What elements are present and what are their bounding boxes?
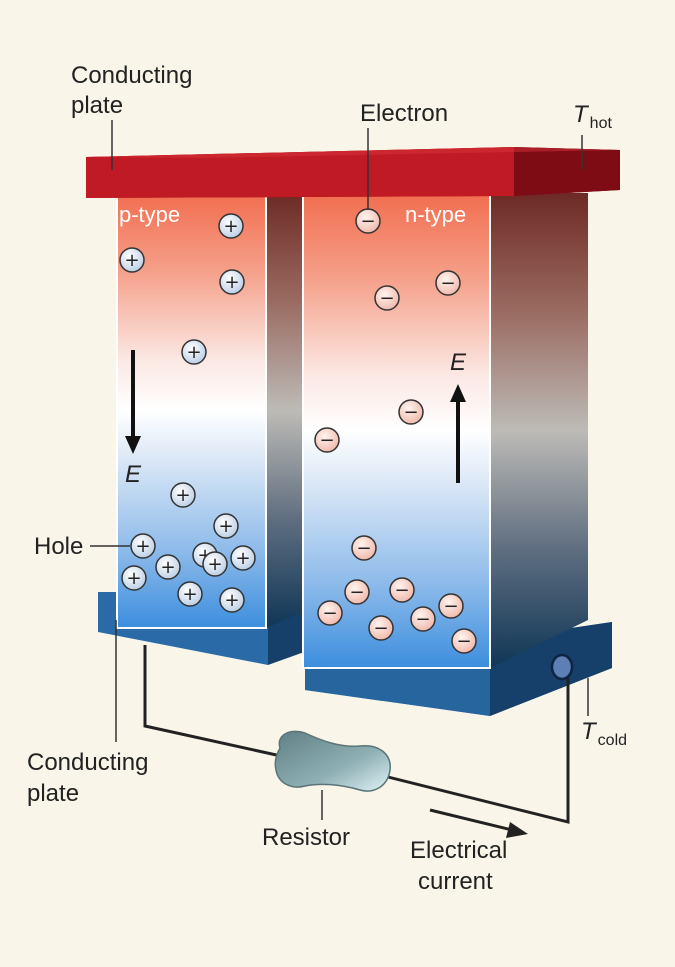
hole-particle-sign: + (126, 568, 141, 589)
electron-particle-sign: − (403, 402, 418, 423)
field-label-n: E (450, 349, 467, 376)
hole-particle-sign: + (235, 548, 250, 569)
conducting-plate-top-line1: Conducting (71, 62, 192, 89)
electron-particle: − (438, 593, 464, 619)
field-label-p: E (125, 461, 142, 488)
electron-particle-sign: − (322, 603, 337, 624)
hole-particle: + (170, 482, 196, 508)
terminal-icon (550, 653, 574, 681)
n-type-label: n-type (405, 202, 466, 227)
electrons-group: −−−−−−−−−−−−− (314, 208, 477, 654)
electron-particle: − (410, 606, 436, 632)
hole-particle: + (119, 247, 145, 273)
hole-particle: + (202, 551, 228, 577)
electron-particle: − (435, 270, 461, 296)
current-label-line2: current (418, 868, 493, 895)
current-arrow (429, 808, 528, 838)
electron-particle-sign: − (379, 288, 394, 309)
hole-particle: + (219, 587, 245, 613)
electron-particle-sign: − (440, 273, 455, 294)
hole-particle-sign: + (224, 272, 239, 293)
electron-particle-sign: − (319, 430, 334, 451)
electron-particle-sign: − (456, 631, 471, 652)
conducting-plate-bottom-line2: plate (27, 780, 79, 807)
electron-particle-sign: − (349, 582, 364, 603)
current-label-line1: Electrical (410, 837, 507, 864)
conducting-plate-top-line2: plate (71, 92, 123, 119)
resistor-icon (274, 730, 391, 792)
electron-particle: − (398, 399, 424, 425)
hole-particle-sign: + (175, 485, 190, 506)
hole-particle: + (155, 554, 181, 580)
electron-particle-sign: − (356, 538, 371, 559)
hole-particle-sign: + (182, 584, 197, 605)
electron-particle: − (317, 600, 343, 626)
resistor-label: Resistor (262, 824, 350, 851)
electron-particle: − (344, 579, 370, 605)
hot-plate (86, 147, 620, 198)
hole-particle: + (121, 565, 147, 591)
hole-label: Hole (34, 533, 83, 560)
conducting-plate-bottom-line1: Conducting (27, 749, 148, 776)
hole-particle-sign: + (218, 516, 233, 537)
electron-particle: − (389, 577, 415, 603)
hole-particle: + (219, 269, 245, 295)
leader-lines (90, 120, 589, 820)
electron-particle-sign: − (360, 211, 375, 232)
electron-particle: − (351, 535, 377, 561)
hole-particle-sign: + (224, 590, 239, 611)
hole-particle-sign: + (207, 554, 222, 575)
electron-label: Electron (360, 100, 448, 127)
hole-particle: + (218, 213, 244, 239)
p-type-label: p-type (119, 202, 180, 227)
hole-particle: + (130, 533, 156, 559)
holes-group: ++++++++++++++ (119, 213, 256, 613)
field-arrow-p (125, 350, 141, 454)
hole-particle: + (213, 513, 239, 539)
hole-particle-sign: + (135, 536, 150, 557)
electron-particle: − (355, 208, 381, 234)
hole-particle-sign: + (186, 342, 201, 363)
hole-particle-sign: + (223, 216, 238, 237)
electron-particle-sign: − (394, 580, 409, 601)
electron-particle: − (374, 285, 400, 311)
electron-particle-sign: − (415, 609, 430, 630)
hole-particle: + (177, 581, 203, 607)
hole-particle: + (181, 339, 207, 365)
hole-particle: + (230, 545, 256, 571)
field-arrow-n (450, 384, 466, 483)
electron-particle: − (368, 615, 394, 641)
electron-particle-sign: − (443, 596, 458, 617)
electron-particle: − (451, 628, 477, 654)
electron-particle-sign: − (373, 618, 388, 639)
circuit-wire (143, 645, 570, 824)
electron-particle: − (314, 427, 340, 453)
hole-particle-sign: + (160, 557, 175, 578)
hole-particle-sign: + (124, 250, 139, 271)
